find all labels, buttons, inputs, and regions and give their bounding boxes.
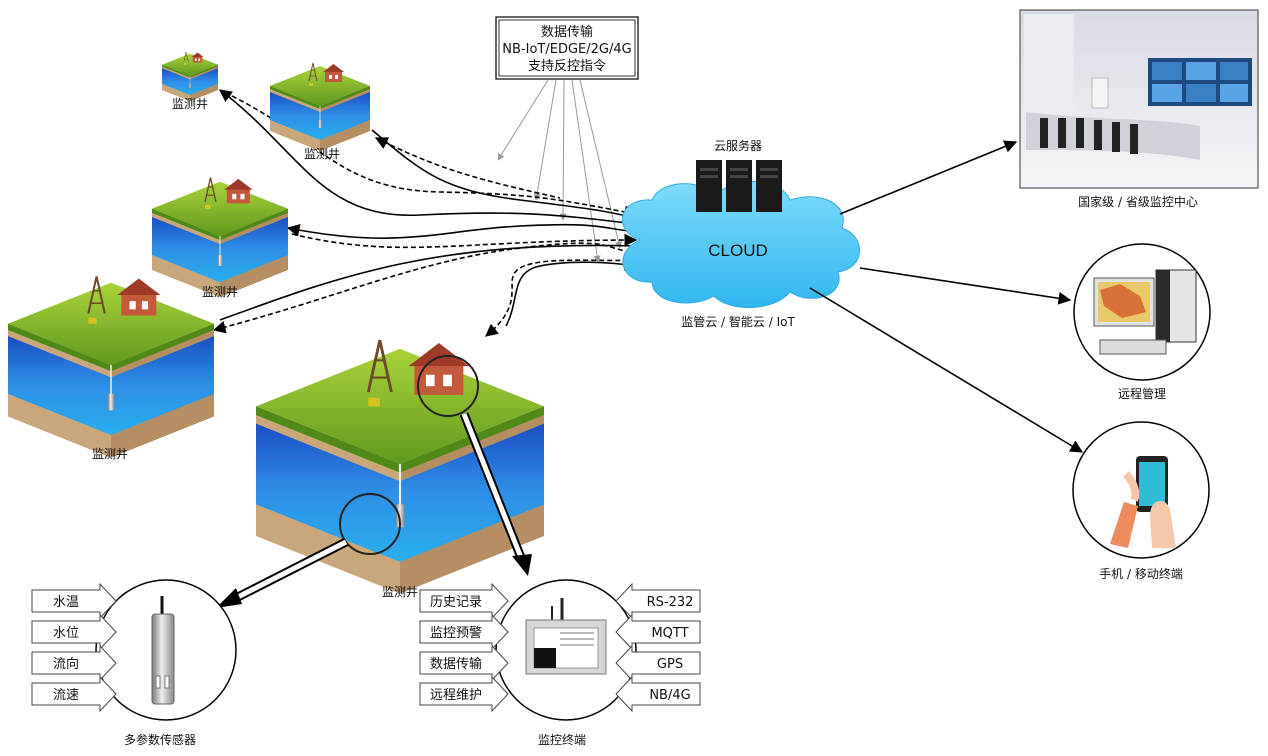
well-3-label: 监测井	[202, 285, 238, 299]
terminal-group	[495, 579, 637, 721]
terminal-interface-tag-text: MQTT	[651, 626, 688, 641]
terminal-feature-tag: 远程维护	[419, 675, 509, 713]
well-2	[269, 62, 371, 152]
terminal-feature-tag: 历史记录	[419, 582, 509, 620]
transmission-control: 支持反控指令	[528, 59, 606, 74]
sensor-param-tag: 流向	[31, 644, 117, 682]
monitor-center-label: 国家级 / 省级监控中心	[1078, 194, 1198, 209]
cloud-client-links	[809, 140, 1084, 453]
terminal-label: 监控终端	[538, 732, 586, 747]
transmission-box: 数据传输 NB-IoT/EDGE/2G/4G 支持反控指令	[495, 16, 639, 80]
terminal-device-icon	[525, 598, 607, 675]
sensor-probe-icon	[151, 596, 175, 705]
transmission-title: 数据传输	[541, 24, 593, 40]
cloud-caption: 监管云 / 智能云 / IoT	[681, 314, 795, 329]
cloud-server-label: 云服务器	[714, 138, 762, 153]
sensor-param-tag: 水温	[31, 582, 117, 620]
terminal-interface-tag-text: GPS	[657, 657, 683, 672]
well-2-label: 监测井	[304, 147, 340, 161]
well-5-label: 监测井	[382, 585, 418, 599]
sensor-param-tag-text: 水位	[53, 626, 79, 641]
zoom-arrows	[216, 412, 532, 608]
cloud: CLOUD	[621, 180, 860, 308]
house-zoom-circle	[417, 355, 479, 417]
well-5	[254, 338, 546, 596]
terminal-interface-tag: RS-232	[615, 582, 701, 620]
terminal-interface-tag-text: RS-232	[647, 595, 694, 610]
monitor-center-photo	[1019, 9, 1259, 189]
terminal-feature-tag-text: 监控预警	[430, 625, 482, 641]
well-4-label: 监测井	[92, 447, 128, 461]
terminal-feature-tag-text: 远程维护	[430, 688, 482, 703]
transmission-protocols: NB-IoT/EDGE/2G/4G	[502, 42, 631, 57]
terminal-interface-tag: NB/4G	[615, 675, 701, 713]
terminal-feature-tag-text: 数据传输	[430, 656, 482, 672]
terminal-feature-tag-text: 历史记录	[430, 595, 482, 610]
mobile-label: 手机 / 移动终端	[1099, 566, 1183, 581]
transmission-callouts	[497, 79, 622, 263]
sensor-group	[95, 579, 237, 721]
terminal-interface-tag: MQTT	[615, 613, 701, 651]
terminal-interface-tag-text: NB/4G	[649, 688, 690, 703]
sensor-param-tag-text: 流速	[53, 688, 79, 703]
well-1-label: 监测井	[172, 97, 208, 111]
terminal-feature-tag: 数据传输	[419, 644, 509, 682]
well-cloud-links	[212, 89, 638, 337]
sensor-param-tag: 流速	[31, 675, 117, 713]
sensor-param-tag: 水位	[31, 613, 117, 651]
remote-management-icon	[1073, 243, 1211, 381]
sensor-label: 多参数传感器	[124, 732, 196, 747]
cloud-server-icon	[696, 160, 782, 212]
remote-label: 远程管理	[1118, 386, 1166, 401]
well-1	[161, 51, 219, 102]
terminal-feature-tag: 监控预警	[419, 613, 509, 651]
mobile-terminal-icon	[1072, 421, 1210, 559]
well-4	[6, 275, 216, 459]
terminal-interface-tag: GPS	[615, 644, 701, 682]
probe-zoom-circle	[339, 493, 401, 555]
sensor-param-tag-text: 流向	[53, 656, 79, 672]
well-3	[151, 176, 289, 298]
sensor-param-tag-text: 水温	[53, 595, 79, 610]
cloud-center-text: CLOUD	[708, 241, 768, 260]
